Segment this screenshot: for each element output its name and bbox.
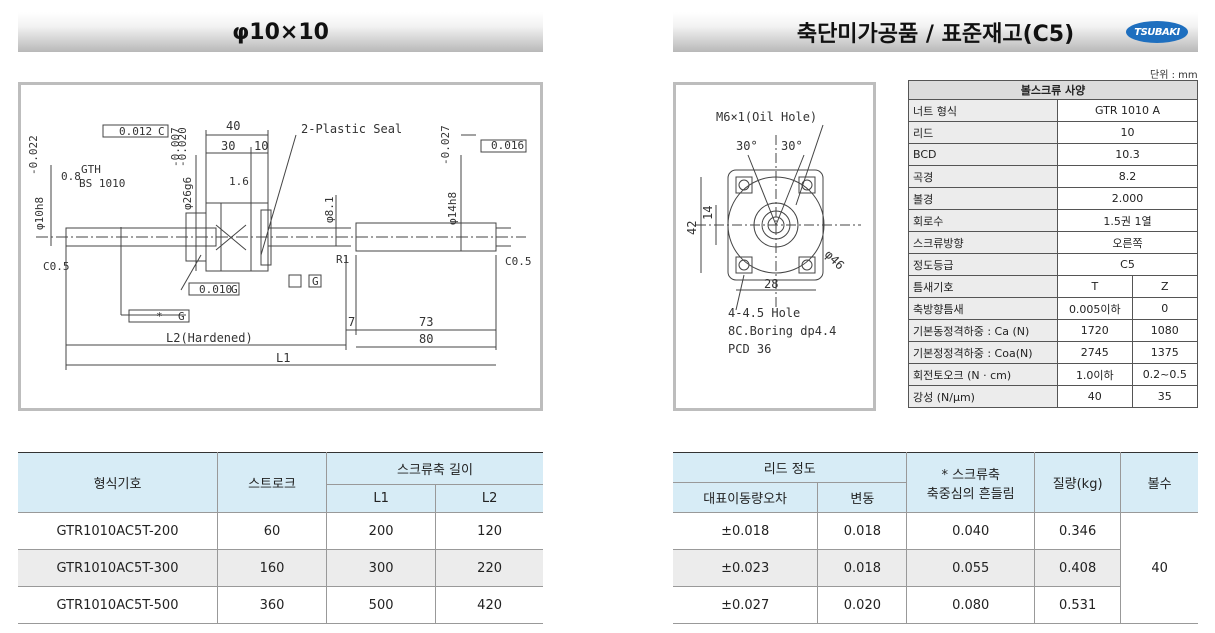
angle-30-right: 30°: [781, 139, 803, 153]
dim-40: 40: [226, 119, 240, 133]
dim-28: 28: [764, 277, 778, 291]
roughness-16: 1.6: [229, 175, 249, 188]
flange-drawing-frame: M6×1(Oil Hole) 30° 30° 42 14 28 φ46 4-4.…: [673, 82, 876, 411]
header-rep-error: 대표이동량오차: [673, 482, 819, 513]
perp-value: 0.010: [199, 283, 232, 296]
datum-g-3: G: [178, 310, 185, 323]
table-row: GTR1010AC5T-300 160 300 220: [18, 549, 543, 587]
right-title: 축단미가공품 / 표준재고(C5): [796, 22, 1075, 47]
table-row: GTR1010AC5T-200 60 200 120: [18, 512, 543, 550]
header-l2: L2: [435, 484, 543, 513]
gth-label: GTH: [81, 163, 101, 176]
angle-30-left: 30°: [736, 139, 758, 153]
header-lead-accuracy: 리드 정도: [673, 452, 908, 483]
brand-logo: TSUBAKI: [1126, 21, 1188, 43]
dim-80: 80: [419, 332, 433, 346]
left-title-banner: φ10×10: [18, 12, 543, 52]
phi14-label: φ14h8: [446, 192, 459, 225]
shaft-drawing: 0.012 C 40 30 10 2-Plastic Seal φ26g6 -0…: [27, 119, 532, 370]
dim-30: 30: [221, 139, 235, 153]
radius-r1: R1: [336, 253, 349, 266]
header-mass: 질량(kg): [1034, 452, 1122, 513]
oil-hole-label: M6×1(Oil Hole): [716, 110, 817, 124]
dim-42: 42: [685, 221, 699, 235]
shaft-drawing-frame: 0.012 C 40 30 10 2-Plastic Seal φ26g6 -0…: [18, 82, 543, 411]
header-l1: L1: [326, 484, 437, 513]
plastic-seal-label: 2-Plastic Seal: [301, 122, 402, 136]
header-balls: 볼수: [1120, 452, 1198, 513]
phi26-label: φ26g6: [181, 177, 194, 210]
chamfer-left: C0.5: [43, 260, 70, 273]
table-row: ±0.018 0.018 0.040 0.346 40: [673, 512, 1198, 624]
balls-value: 40: [1120, 512, 1198, 624]
header-variation: 변동: [817, 482, 907, 513]
header-model: 형식기호: [18, 452, 218, 513]
header-runout: * 스크류축 축중심의 흔들림: [906, 452, 1036, 513]
table-row: ±0.027 0.020 0.080 0.531: [673, 586, 1198, 624]
flange-drawing: M6×1(Oil Hole) 30° 30° 42 14 28 φ46 4-4.…: [685, 110, 861, 356]
runout-value-1: 0.012: [119, 125, 152, 138]
unit-label: 단위 : mm: [1150, 70, 1198, 81]
right-title-banner: 축단미가공품 / 표준재고(C5) TSUBAKI: [673, 12, 1198, 52]
tol26-bot: -0.020: [176, 127, 189, 167]
table-row: GTR1010AC5T-500 360 500 420: [18, 586, 543, 624]
lead-accuracy-table: 리드 정도 * 스크류축 축중심의 흔들림 질량(kg) 볼수 대표이동량오차 …: [673, 452, 1198, 624]
phi10-label: φ10h8: [33, 197, 46, 230]
tol10-label: -0.022: [27, 135, 40, 175]
tol14-label: -0.027: [439, 125, 452, 165]
phi46-label: φ46: [822, 247, 847, 272]
left-title: φ10×10: [232, 19, 329, 45]
chamfer-right: C0.5: [505, 255, 532, 268]
datum-g-1: G: [231, 283, 238, 296]
dim-10: 10: [254, 139, 268, 153]
phi81-label: φ8.1: [323, 197, 336, 224]
dim-73: 73: [419, 315, 433, 329]
star-mark: *: [156, 310, 163, 323]
datum-c-1: C: [158, 125, 165, 138]
dim-14: 14: [701, 206, 715, 220]
datum-g-2: G: [312, 275, 319, 288]
tol26-top: -0.007: [169, 127, 182, 167]
bs1010-label: BS 1010: [79, 177, 125, 190]
header-screw-length: 스크류축 길이: [326, 452, 543, 485]
runout-value-2: 0.016: [491, 139, 524, 152]
table-row: ±0.023 0.018 0.055 0.408: [673, 549, 1198, 587]
header-stroke: 스트로크: [217, 452, 327, 513]
spec-header: 볼스크류 사양: [908, 80, 1198, 100]
hole-label: 4-4.5 Hole: [728, 306, 800, 320]
boring-label: 8C.Boring dp4.4: [728, 324, 836, 338]
roughness-08-a: 0.8: [61, 170, 81, 183]
pcd-label: PCD 36: [728, 342, 771, 356]
model-length-table: 형식기호 스트로크 스크류축 길이 L1 L2 GTR1010AC5T-200 …: [18, 452, 543, 624]
dim-7: 7: [348, 315, 355, 329]
l1-label: L1: [276, 351, 290, 365]
l2-hardened-label: L2(Hardened): [166, 331, 253, 345]
